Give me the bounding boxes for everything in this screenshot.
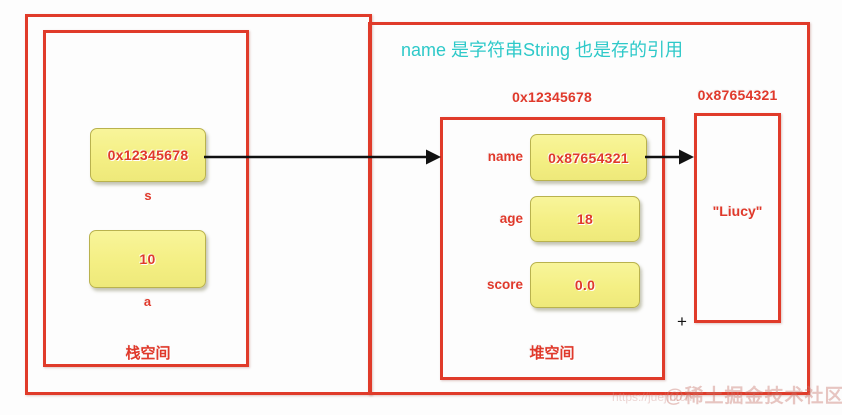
watermark-text: @稀土掘金技术社区: [665, 386, 842, 407]
heap-object-frame: [440, 117, 665, 380]
arrow-name-to-string-pool: [645, 149, 694, 165]
arrow-stack-to-heap-object: [204, 149, 441, 165]
string-pool-address-label: 0x87654321: [697, 87, 778, 103]
stack-slot-a-value: 10: [139, 251, 156, 267]
field-cell-name: 0x87654321: [530, 134, 647, 181]
field-cell-age: 18: [530, 196, 640, 242]
heap-outer-frame: [368, 22, 810, 395]
string-pool-frame: [694, 113, 781, 323]
stack-slot-a: 10: [89, 230, 206, 288]
stack-inner-frame: [43, 30, 249, 367]
field-label-score: score: [486, 277, 523, 292]
field-cell-score: 0.0: [530, 262, 640, 308]
field-value-score: 0.0: [574, 277, 596, 293]
diagram-title: name 是字符串String 也是存的引用: [401, 40, 684, 60]
heap-object-address-label: 0x12345678: [512, 89, 592, 105]
stack-var-label-s: s: [144, 188, 152, 203]
stack-region-label: 栈空间: [125, 345, 171, 362]
string-pool-value: "Liucy": [712, 203, 763, 219]
heap-region-label: 堆空间: [529, 345, 575, 362]
stack-var-label-a: a: [143, 294, 152, 309]
stack-slot-s: 0x12345678: [90, 128, 206, 182]
field-label-name: name: [487, 149, 523, 164]
stack-slot-s-value: 0x12345678: [107, 147, 189, 163]
field-label-age: age: [499, 211, 523, 226]
watermark-url: https://juejin.cn: [612, 390, 693, 404]
field-value-name: 0x87654321: [548, 149, 629, 166]
plus-sign: +: [677, 312, 687, 331]
field-value-age: 18: [576, 211, 594, 227]
